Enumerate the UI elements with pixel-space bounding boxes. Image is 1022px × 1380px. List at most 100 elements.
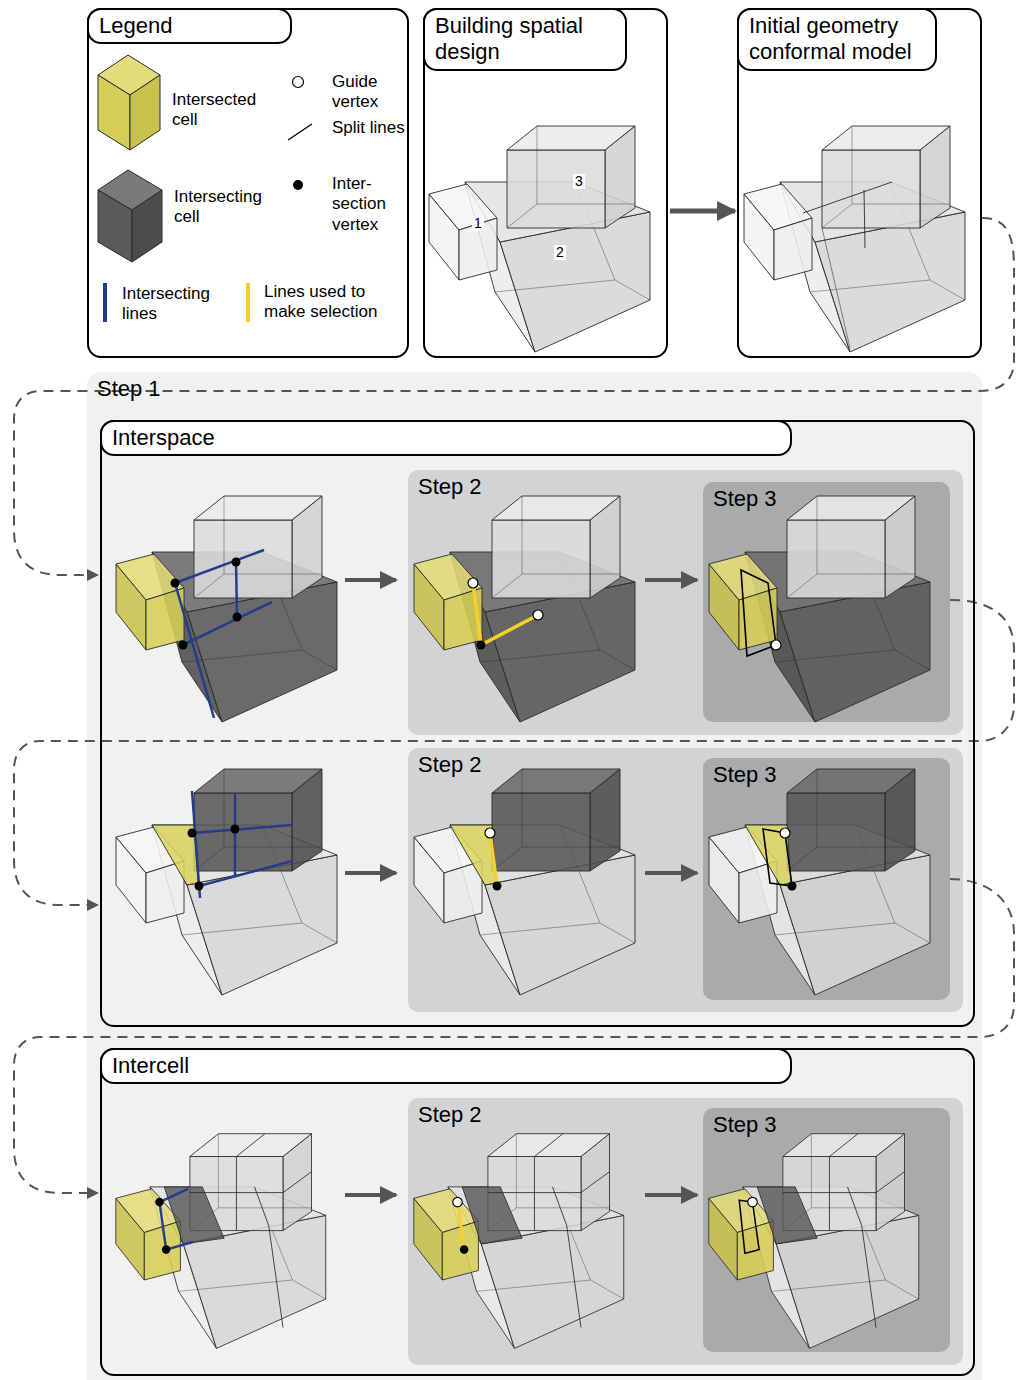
cell-grid [164,1134,311,1328]
callout-holder: 3 [573,172,585,190]
intersection-vertex [171,579,180,588]
panel-heading: Intercell [100,1048,792,1084]
intersection-vertex [188,829,197,838]
intersection-vertex [155,1198,164,1207]
intersection-vertex [477,641,486,650]
intersected-cell [152,825,198,885]
design-panel: Building spatial design [423,8,668,358]
intersecting-line [234,793,237,875]
intersection-vertex [195,882,204,891]
building-model [414,1134,624,1349]
method-panel: InterspaceStep 2Step 3Step 2Step 3 [100,420,975,1027]
cell-face [132,190,162,262]
intersection-vertex [460,1245,469,1254]
guide-vertex [485,828,495,838]
step-heading: Step 3 [713,1112,777,1138]
callout-number: 3 [573,174,585,189]
step-heading: Step 2 [418,752,482,778]
legend-text: Split lines [332,118,408,138]
building-model [116,1134,326,1349]
intersection-vertex [493,882,502,891]
intersecting-line [199,861,292,886]
selection-line [458,1202,465,1250]
cell-face [98,190,132,262]
callout-holder: 2 [554,243,566,261]
selection-line [481,615,538,645]
step2-ground [408,1098,963,1365]
model-panel: Initial geometry conformal model [737,8,982,358]
intersection-vertex [233,613,242,622]
cell-grid [462,1134,609,1328]
intersecting-line [175,550,264,583]
step-heading: Step 1 [97,376,161,402]
legend-text: Guide vertex [332,72,408,113]
callout-holder: 1 [472,214,484,232]
legend-text: Inter- section vertex [332,174,408,235]
step-panel: Step 2Step 3 [408,470,963,735]
legend-text: Intersected cell [172,90,277,131]
legend-text: Intersecting cell [174,187,286,228]
building-model [414,496,635,722]
step-panel: Step 3 [703,758,950,1000]
step-panel: Step 3 [703,1108,950,1352]
building-model [744,126,965,352]
guide-vertex [533,610,543,620]
intersection-vertex-sample [293,180,303,190]
intersecting-lines [192,791,292,898]
legend-entry: Intersecting cell [174,187,286,228]
legend-panel: LegendIntersected cellGuide vertexSplit … [87,8,409,358]
interspace-row1-step2 [414,496,635,722]
step-heading: Step 3 [713,486,777,512]
intersecting-lines [175,550,272,718]
panel-heading: Interspace [100,420,792,456]
intersected-cell [450,825,496,885]
guide-vertex [780,828,790,838]
flow-dashed-arrow [14,879,1014,1193]
legend-entry: Split lines [332,118,408,138]
legend-entry: Lines used to make selection [264,282,404,323]
panel-heading: Initial geometry conformal model [737,8,937,71]
step-panel: Step 3 [703,482,950,722]
intersection-vertex [232,558,241,567]
selection-line-sample [246,283,250,322]
intersection-vertex [788,882,797,891]
interspace-row2-start [116,769,337,995]
interspace-row1-step3 [709,496,930,722]
guide-vertex [771,640,781,650]
intersection-vertex [162,1245,171,1254]
intersecting-line [160,1189,189,1202]
building-model [709,496,930,722]
selection-line [473,583,481,645]
flow-arrow [670,209,735,214]
intersecting-line [236,560,237,618]
cell-face [130,75,160,150]
step3-ground [703,482,950,722]
cell-grid [757,1134,904,1328]
building-model [709,1134,919,1349]
step3-ground [703,1108,950,1352]
step2-ground [408,748,963,1012]
panel-heading: Building spatial design [423,8,627,71]
step-arrow [345,1193,396,1197]
intersected-cell [745,825,791,885]
flow-dashed-arrow [14,218,1014,575]
building-model [116,496,337,722]
legend-text: Lines used to make selection [264,282,404,323]
intersecting-line [192,825,292,833]
conformal-edge [864,190,865,248]
callout-number: 1 [472,216,484,231]
cell-face [98,75,130,150]
intersection-vertex [231,825,240,834]
callout-number: 2 [554,245,566,260]
intersecting-lines [160,1189,193,1250]
legend-entry: Guide vertex [332,72,408,113]
building-spatial-design [429,126,650,352]
step-panel: Step 2Step 3 [408,1098,963,1365]
guide-vertex [453,1197,463,1207]
guide-vertex [468,578,478,588]
conformal-edge [803,182,892,213]
split-line-sample [288,124,312,140]
split-line [763,829,792,886]
